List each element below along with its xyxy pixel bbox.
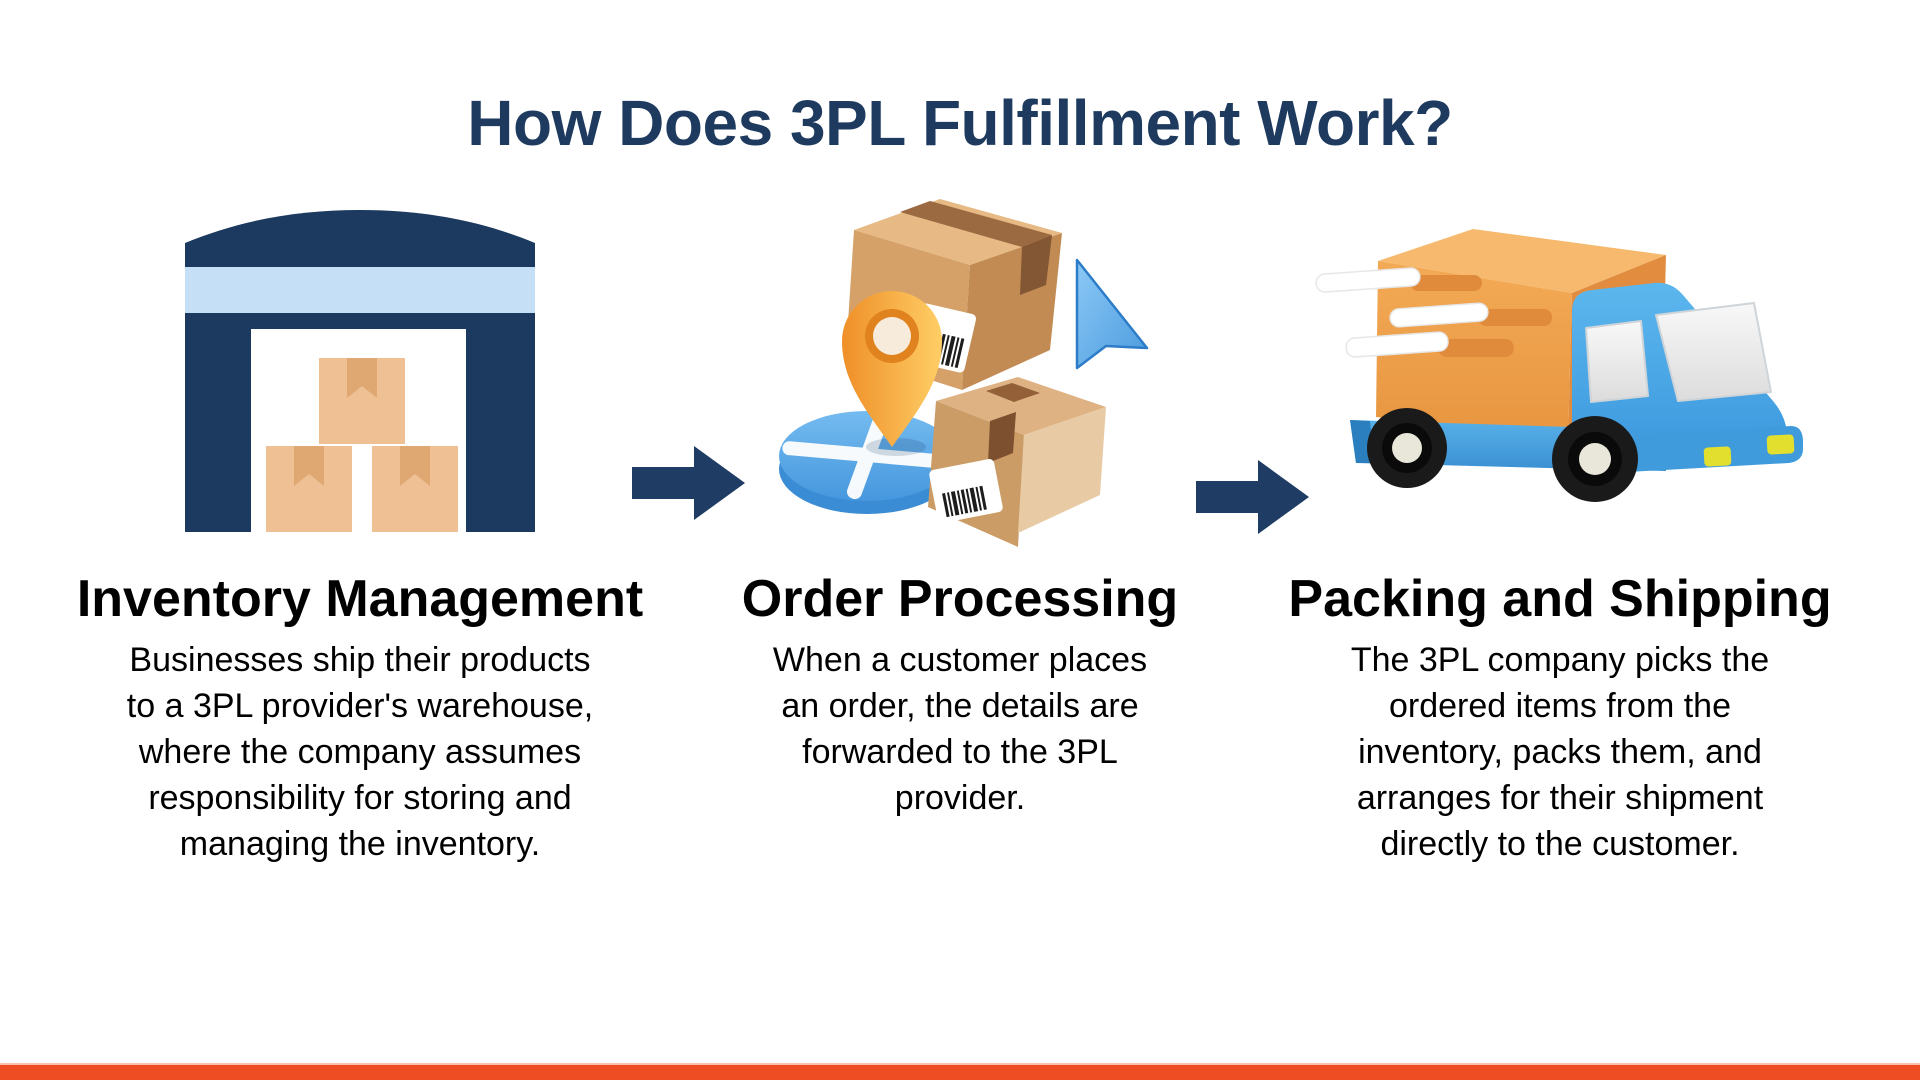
step1-heading: Inventory Management — [76, 570, 644, 628]
warehouse-icon — [185, 210, 535, 532]
step2-heading: Order Processing — [741, 570, 1179, 628]
step1-icon-wrap — [60, 186, 660, 556]
map-disc — [779, 411, 955, 514]
right-arrow-icon — [1196, 460, 1309, 534]
step2-icon-wrap — [660, 186, 1260, 556]
step-inventory-management: Inventory Management Businesses ship the… — [60, 186, 660, 868]
delivery-truck-icon — [1315, 228, 1803, 502]
windshield — [1655, 301, 1772, 402]
side-window — [1585, 319, 1649, 403]
headlight — [1766, 433, 1795, 454]
step3-description: The 3PL company picks the ordered items … — [1350, 641, 1770, 863]
page-title: How Does 3PL Fulfillment Work? — [467, 87, 1453, 159]
headlight — [1703, 445, 1732, 466]
accent-bar — [0, 1063, 1920, 1080]
step2-description: When a customer places an order, the det… — [772, 641, 1148, 817]
location-pin-icon — [842, 291, 942, 447]
step3-heading: Packing and Shipping — [1288, 570, 1832, 628]
speed-lines — [1315, 266, 1489, 358]
order-location-boxes-icon — [779, 199, 1149, 547]
step-packing-shipping: Packing and Shipping The 3PL company pic… — [1260, 186, 1860, 868]
cursor-arrow-icon — [1075, 258, 1149, 370]
steps-row: Inventory Management Businesses ship the… — [0, 186, 1920, 868]
barcode-label — [929, 459, 1003, 523]
truck-wheels — [1367, 407, 1638, 502]
right-arrow-icon — [632, 446, 745, 520]
step3-icon-wrap — [1260, 186, 1860, 556]
small-carton — [928, 377, 1106, 547]
step-order-processing: Order Processing When a customer places … — [660, 186, 1260, 822]
step1-description: Businesses ship their products to a 3PL … — [126, 641, 594, 863]
